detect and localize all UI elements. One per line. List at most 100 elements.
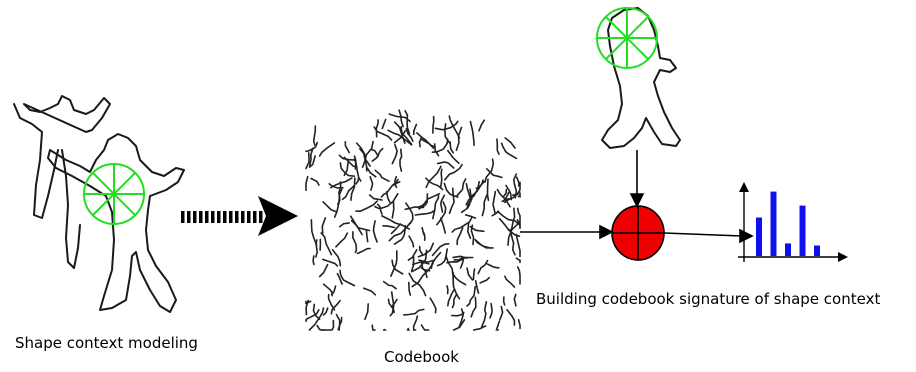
codebook-stroke xyxy=(355,142,371,167)
codebook-stroke xyxy=(312,303,321,320)
codebook-stroke xyxy=(502,191,510,202)
codebook-stroke xyxy=(353,155,357,170)
arrow-codebook-to-node xyxy=(520,224,614,240)
codebook-stroke xyxy=(466,285,476,307)
codebook-stroke xyxy=(478,119,486,132)
codebook-stroke xyxy=(418,245,424,256)
codebook-stroke xyxy=(305,309,320,322)
codebook-stroke xyxy=(305,175,309,192)
codebook-stroke xyxy=(455,126,463,152)
codebook-stroke xyxy=(372,220,378,243)
codebook-stroke xyxy=(327,293,336,311)
codebook-stroke xyxy=(363,287,377,296)
codebook-stroke xyxy=(498,217,521,237)
codebook-stroke xyxy=(512,173,518,199)
codebook-stroke xyxy=(344,141,350,154)
codebook-stroke xyxy=(417,192,441,209)
codebook-stroke xyxy=(449,141,454,154)
codebook-stroke xyxy=(456,227,464,246)
codebook-stroke xyxy=(385,191,391,204)
codebook-stroke xyxy=(412,261,430,266)
codebook-stroke xyxy=(381,215,410,230)
codebook-stroke xyxy=(492,190,497,214)
codebook-stroke xyxy=(417,242,435,258)
histogram-bar xyxy=(814,245,820,256)
codebook-stroke xyxy=(429,297,437,314)
codebook-stroke xyxy=(450,311,465,317)
codebook-stroke xyxy=(507,221,520,246)
codebook-stroke xyxy=(439,168,443,188)
codebook-stroke xyxy=(364,303,369,321)
codebook-stroke xyxy=(425,177,444,191)
codebook-stroke xyxy=(451,272,467,286)
codebook-stroke xyxy=(436,161,455,169)
codebook-stroke xyxy=(489,302,493,319)
codebook-stroke xyxy=(458,308,465,328)
codebook-stroke xyxy=(451,222,469,233)
codebook-stroke xyxy=(502,188,508,198)
codebook-stroke xyxy=(322,258,339,267)
histogram-y-arrowhead xyxy=(739,182,749,192)
codebook-stroke xyxy=(393,224,407,245)
codebook-stroke xyxy=(339,162,356,177)
codebook-stroke xyxy=(390,223,402,235)
codebook-stroke xyxy=(444,163,463,181)
codebook-stroke xyxy=(414,210,435,216)
codebook-stroke xyxy=(308,307,325,331)
codebook-stroke xyxy=(421,138,435,149)
codebook-stroke xyxy=(322,307,329,316)
codebook-stroke xyxy=(381,118,387,130)
codebook-stroke xyxy=(411,262,434,288)
shape-context-circle-top xyxy=(596,7,658,69)
combine-node xyxy=(611,205,665,261)
codebook-stroke xyxy=(416,132,436,148)
codebook-stroke xyxy=(436,248,448,267)
codebook-stroke xyxy=(469,225,485,233)
codebook-stroke xyxy=(331,285,337,296)
codebook-stroke xyxy=(330,299,341,315)
codebook-stroke xyxy=(505,184,513,201)
codebook-stroke xyxy=(430,251,442,270)
codebook-stroke xyxy=(469,120,475,147)
codebook-stroke xyxy=(434,120,459,131)
codebook-stroke xyxy=(371,147,384,162)
silhouette-front xyxy=(47,133,185,313)
codebook-stroke xyxy=(312,125,317,146)
codebook-stroke xyxy=(516,266,521,285)
codebook-stroke xyxy=(474,280,480,294)
codebook-stroke xyxy=(515,176,520,187)
codebook-stroke xyxy=(310,177,320,186)
codebook-stroke xyxy=(374,169,390,182)
codebook-stroke xyxy=(387,129,413,146)
codebook-stroke xyxy=(502,296,506,306)
silhouette-walking xyxy=(601,7,681,149)
codebook-stroke xyxy=(470,296,477,318)
codebook-stroke xyxy=(408,272,427,297)
codebook-stroke xyxy=(315,239,319,258)
codebook-stroke xyxy=(406,327,411,331)
codebook-stroke xyxy=(352,231,358,254)
codebook-stroke xyxy=(305,300,312,305)
codebook-stroke xyxy=(310,219,318,247)
codebook-stroke xyxy=(479,276,491,284)
codebook-stroke xyxy=(439,194,446,213)
dashed-arrow xyxy=(181,196,298,236)
codebook-stroke xyxy=(455,178,467,198)
codebook-stroke xyxy=(399,148,403,172)
codebook-stroke xyxy=(375,119,379,138)
codebook-stroke xyxy=(466,217,473,239)
codebook-stroke xyxy=(440,217,447,234)
codebook-stroke xyxy=(312,255,315,266)
codebook-stroke xyxy=(321,217,327,235)
codebook-stroke xyxy=(320,232,333,256)
codebook-stroke xyxy=(509,228,516,256)
codebook-stroke xyxy=(410,256,415,272)
codebook-stroke xyxy=(404,110,411,135)
codebook-stroke xyxy=(398,109,404,128)
histogram-bar xyxy=(756,217,762,256)
codebook-stroke xyxy=(511,181,521,196)
arrow-down-to-node xyxy=(629,150,645,208)
codebook-image xyxy=(305,109,521,331)
codebook-stroke xyxy=(496,138,500,155)
codebook-stroke xyxy=(500,142,518,160)
